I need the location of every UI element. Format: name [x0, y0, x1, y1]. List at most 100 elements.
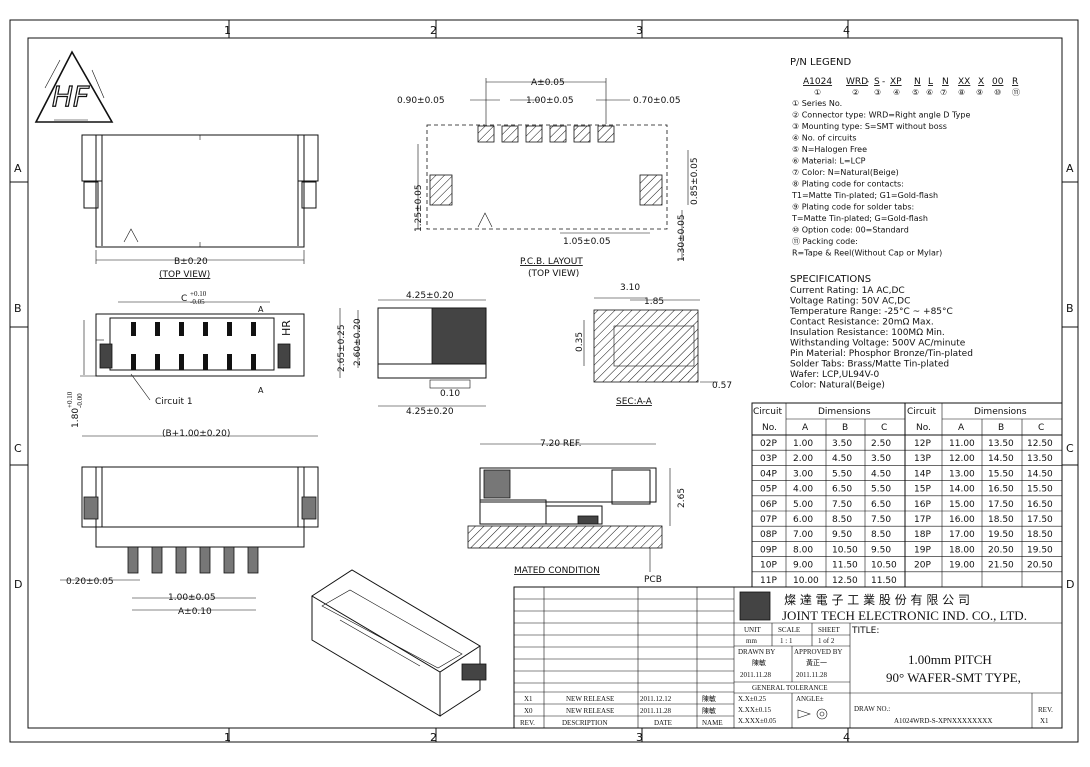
svg-text:4.25±0.20: 4.25±0.20	[406, 291, 454, 301]
halogen-free-logo: HF	[34, 50, 114, 123]
svg-text:⑤ N=Halogen Free: ⑤ N=Halogen Free	[792, 145, 867, 154]
drawing-title-line1: 1.00mm PITCH	[908, 652, 992, 667]
zone-label-B-r: B	[1066, 302, 1074, 315]
svg-text:Current Rating: 1A AC,DC: Current Rating: 1A AC,DC	[790, 286, 905, 296]
right-table-cell: 17.50	[1027, 515, 1053, 525]
outer-frame	[9, 19, 1079, 743]
svg-text:⑥ Material: L=LCP: ⑥ Material: L=LCP	[792, 157, 866, 166]
svg-text:③: ③	[874, 88, 881, 97]
left-table-cell: 5.00	[793, 500, 813, 510]
svg-text:0.35: 0.35	[575, 332, 585, 352]
zone-label-B: B	[14, 302, 22, 315]
right-table-cell: 15.00	[949, 500, 975, 510]
svg-text:陳敏: 陳敏	[702, 706, 716, 715]
top-view: B±0.20 (TOP VIEW)	[81, 134, 319, 280]
svg-text:R: R	[1012, 77, 1018, 87]
top-view-caption: (TOP VIEW)	[159, 270, 210, 280]
svg-text:Color: Natural(Beige): Color: Natural(Beige)	[790, 381, 885, 391]
svg-text:1 : 1: 1 : 1	[780, 637, 793, 645]
svg-text:A: A	[802, 423, 809, 433]
left-table-cell: 03P	[760, 454, 777, 464]
right-table-cell: 12.00	[949, 454, 975, 464]
svg-text:REV.: REV.	[1038, 706, 1053, 714]
svg-text:X1: X1	[524, 695, 533, 703]
right-table-cell: 14P	[914, 469, 931, 479]
zone-label-4b: 4	[843, 731, 850, 744]
left-table-cell: 4.00	[793, 485, 813, 495]
svg-text:③ Mounting type: S=SMT without: ③ Mounting type: S=SMT without boss	[792, 122, 947, 131]
right-table-cell: 14.50	[1027, 469, 1053, 479]
right-table-cell: 19.00	[949, 561, 975, 571]
svg-text:⑥: ⑥	[926, 88, 933, 97]
svg-text:2.60±0.20: 2.60±0.20	[353, 318, 363, 366]
svg-text:X: X	[978, 77, 984, 87]
left-table-cell: 11.50	[832, 561, 858, 571]
zone-label-A: A	[14, 162, 22, 175]
right-table-cell: 18.50	[1027, 530, 1053, 540]
front-view: HR C +0.10 -0.05 A A 1.80 +0.10 -0.00 Ci…	[66, 290, 305, 428]
svg-text:-0.00: -0.00	[76, 393, 84, 408]
left-table-cell: 06P	[760, 500, 777, 510]
left-table-cell: 8.00	[793, 545, 813, 555]
svg-text:④ No. of circuits: ④ No. of circuits	[792, 134, 857, 143]
svg-text:DRAWN BY: DRAWN BY	[738, 648, 775, 656]
svg-text:(B+1.00±0.20): (B+1.00±0.20)	[162, 429, 230, 439]
right-table-cell: 16.50	[988, 485, 1014, 495]
svg-text:XP: XP	[890, 77, 902, 87]
right-table-cell: 19P	[914, 545, 931, 555]
svg-text:1.80: 1.80	[71, 408, 81, 428]
svg-text:② Connector type: WRD=Right an: ② Connector type: WRD=Right angle D Type	[792, 111, 970, 120]
left-table-cell: 3.00	[793, 469, 813, 479]
svg-text:2.65±0.25: 2.65±0.25	[337, 324, 347, 372]
right-table-cell: 14.00	[949, 485, 975, 495]
right-table-cell: 11.00	[949, 439, 975, 449]
svg-text:Pin Material: Phosphor Bronze/: Pin Material: Phosphor Bronze/Tin-plated	[790, 349, 973, 359]
left-table-cell: 11P	[760, 576, 777, 586]
svg-text:HF: HF	[52, 80, 90, 113]
svg-text:B: B	[842, 423, 848, 433]
right-table-cell: 16P	[914, 500, 931, 510]
left-table-cell: 2.00	[793, 454, 813, 464]
right-table-cell: 19.50	[988, 530, 1014, 540]
svg-text:Temperature Range: -25°C ~ +85: Temperature Range: -25°C ~ +85°C	[789, 307, 953, 317]
svg-text:NEW RELEASE: NEW RELEASE	[566, 695, 614, 703]
svg-text:Circuit: Circuit	[907, 407, 936, 417]
left-table-cell: 2.50	[871, 439, 891, 449]
svg-text:2011.11.28: 2011.11.28	[740, 671, 771, 679]
svg-text:黃正一: 黃正一	[806, 658, 827, 667]
svg-text:No.: No.	[762, 423, 777, 433]
drawing-title-line2: 90° WAFER-SMT TYPE,	[886, 670, 1021, 685]
svg-text:DRAW NO.:: DRAW NO.:	[854, 705, 890, 713]
right-table-cell: 12.50	[1027, 439, 1053, 449]
circuit-1-label: Circuit 1	[155, 397, 193, 407]
svg-text:4.25±0.20: 4.25±0.20	[406, 407, 454, 417]
svg-text:APPROVED BY: APPROVED BY	[794, 648, 842, 656]
right-table-cell: 21.50	[988, 561, 1014, 571]
left-table-cell: 7.50	[832, 500, 852, 510]
svg-text:SHEET: SHEET	[818, 626, 841, 634]
svg-text:⑪ Packing code:: ⑪ Packing code:	[792, 237, 858, 246]
left-table-cell: 10.00	[793, 576, 819, 586]
svg-text:1.25±0.05: 1.25±0.05	[414, 184, 424, 232]
hr-logo: HR	[280, 320, 293, 336]
right-table-cell: 15.50	[988, 469, 1014, 479]
svg-text:1.05±0.05: 1.05±0.05	[563, 237, 611, 247]
svg-text:A: A	[958, 423, 965, 433]
svg-text:P/N LEGEND: P/N LEGEND	[790, 57, 851, 68]
right-table-cell: 15.50	[1027, 485, 1053, 495]
svg-text:UNIT: UNIT	[744, 626, 761, 634]
left-table-cell: 10.50	[832, 545, 858, 555]
section-caption: SEC:A-A	[616, 397, 653, 407]
pcb-dim-a: A±0.05	[531, 78, 565, 88]
svg-text:0.70±0.05: 0.70±0.05	[633, 96, 681, 106]
left-table-cell: 7.00	[793, 530, 813, 540]
svg-text:00: 00	[992, 77, 1004, 87]
right-table-cell: 12P	[914, 439, 931, 449]
svg-text:④: ④	[893, 88, 900, 97]
svg-text:-: -	[866, 77, 869, 87]
svg-text:3.10: 3.10	[620, 283, 640, 293]
right-table-cell: 18.50	[988, 515, 1014, 525]
svg-text:NEW RELEASE: NEW RELEASE	[566, 707, 614, 715]
svg-text:Dimensions: Dimensions	[818, 407, 871, 417]
svg-text:DATE: DATE	[654, 719, 672, 727]
